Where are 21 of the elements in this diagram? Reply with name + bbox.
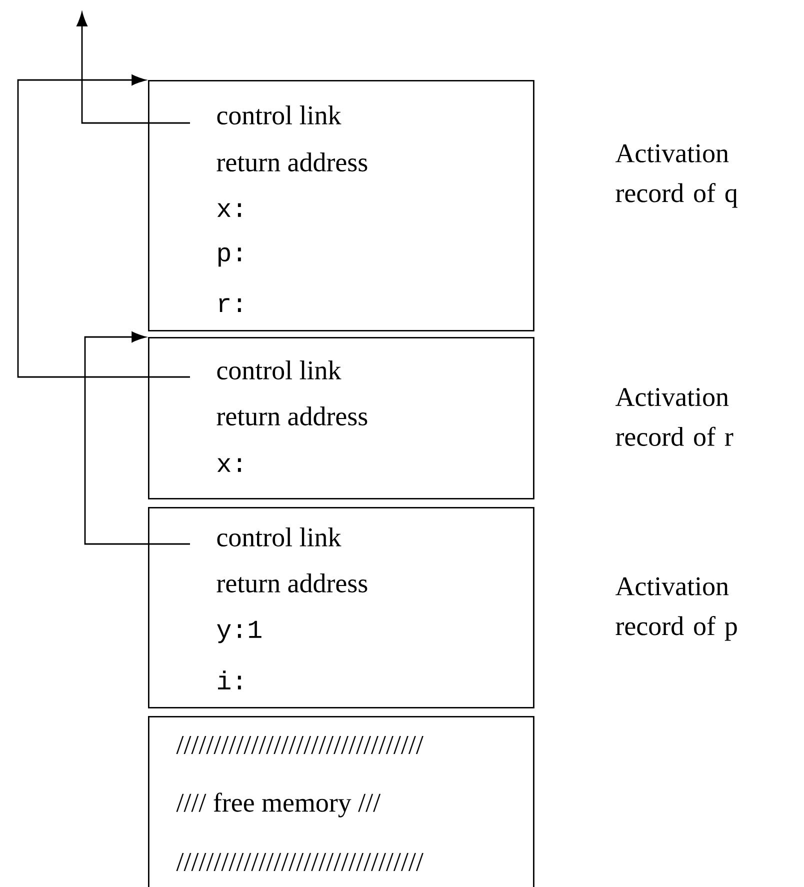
field-text: control link [217, 528, 342, 546]
field-text: y:1 [217, 620, 262, 644]
record-label: Activation record of r [615, 388, 734, 446]
field-text: x: [217, 458, 241, 472]
record-label: Activation record of p [615, 577, 737, 641]
field-text: //// free memory /// [176, 792, 381, 818]
field-text: return address [216, 152, 368, 172]
field-text: control link [217, 360, 342, 380]
field-text: r: [219, 298, 241, 312]
field-text: control link [217, 106, 342, 124]
field-text: ///////////////////////////////// [176, 736, 424, 754]
field-text: return address [216, 406, 368, 426]
arrow [17, 74, 190, 378]
field-text: x: [217, 203, 241, 217]
field-text: p: [218, 247, 241, 267]
field-text: return address [216, 574, 368, 592]
field-text: ///////////////////////////////// [176, 852, 424, 871]
arrow [84, 332, 190, 545]
field-text: i: [218, 670, 241, 690]
arrow [76, 12, 190, 124]
record-label: Activation record of q [615, 144, 738, 208]
